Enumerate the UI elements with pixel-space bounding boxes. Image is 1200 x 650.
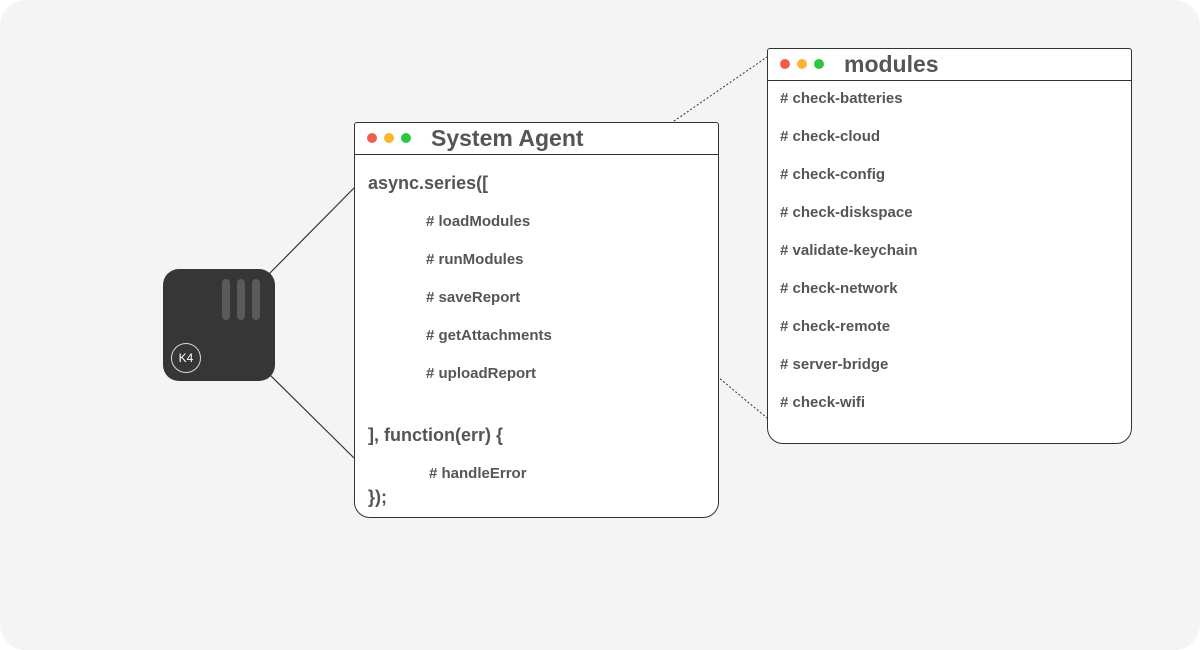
system-agent-window: System Agent async.series([ # loadModule… [354, 122, 719, 518]
device-bar [252, 279, 260, 320]
step-save-report: # saveReport [426, 289, 521, 306]
modules-title: modules [844, 51, 939, 77]
step-upload-report: # uploadReport [426, 365, 537, 382]
module-item: # validate-keychain [780, 242, 918, 259]
device-bar [222, 279, 230, 320]
module-item: # check-cloud [780, 128, 881, 145]
close-dot-icon [780, 59, 790, 69]
minimize-dot-icon [797, 59, 807, 69]
device-to-agent-bottom-line [267, 372, 355, 459]
modules-titlebar: modules [768, 49, 1131, 81]
module-item: # check-diskspace [780, 204, 913, 221]
close-line: }); [368, 487, 387, 507]
step-load-modules: # loadModules [426, 213, 531, 230]
module-item: # check-remote [780, 318, 891, 335]
device-bar [237, 279, 245, 320]
close-dot-icon [367, 133, 377, 143]
module-item: # check-batteries [780, 90, 903, 107]
step-get-attachments: # getAttachments [426, 327, 552, 344]
callback-line: ], function(err) { [368, 425, 503, 445]
step-handle-error: # handleError [429, 465, 527, 482]
system-agent-titlebar: System Agent [355, 123, 718, 155]
maximize-dot-icon [814, 59, 824, 69]
system-agent-title: System Agent [431, 125, 584, 151]
module-item: # server-bridge [780, 356, 889, 373]
maximize-dot-icon [401, 133, 411, 143]
device-to-agent-top-line [267, 187, 355, 276]
async-series-open-line: async.series([ [368, 173, 489, 193]
module-item: # check-wifi [780, 394, 866, 411]
minimize-dot-icon [384, 133, 394, 143]
device-badge: K4 [171, 343, 201, 373]
device-icon: K4 [163, 269, 275, 381]
module-item: # check-network [780, 280, 898, 297]
step-run-modules: # runModules [426, 251, 524, 268]
modules-window: modules # check-batteries # check-cloud … [767, 48, 1132, 444]
module-item: # check-config [780, 166, 886, 183]
